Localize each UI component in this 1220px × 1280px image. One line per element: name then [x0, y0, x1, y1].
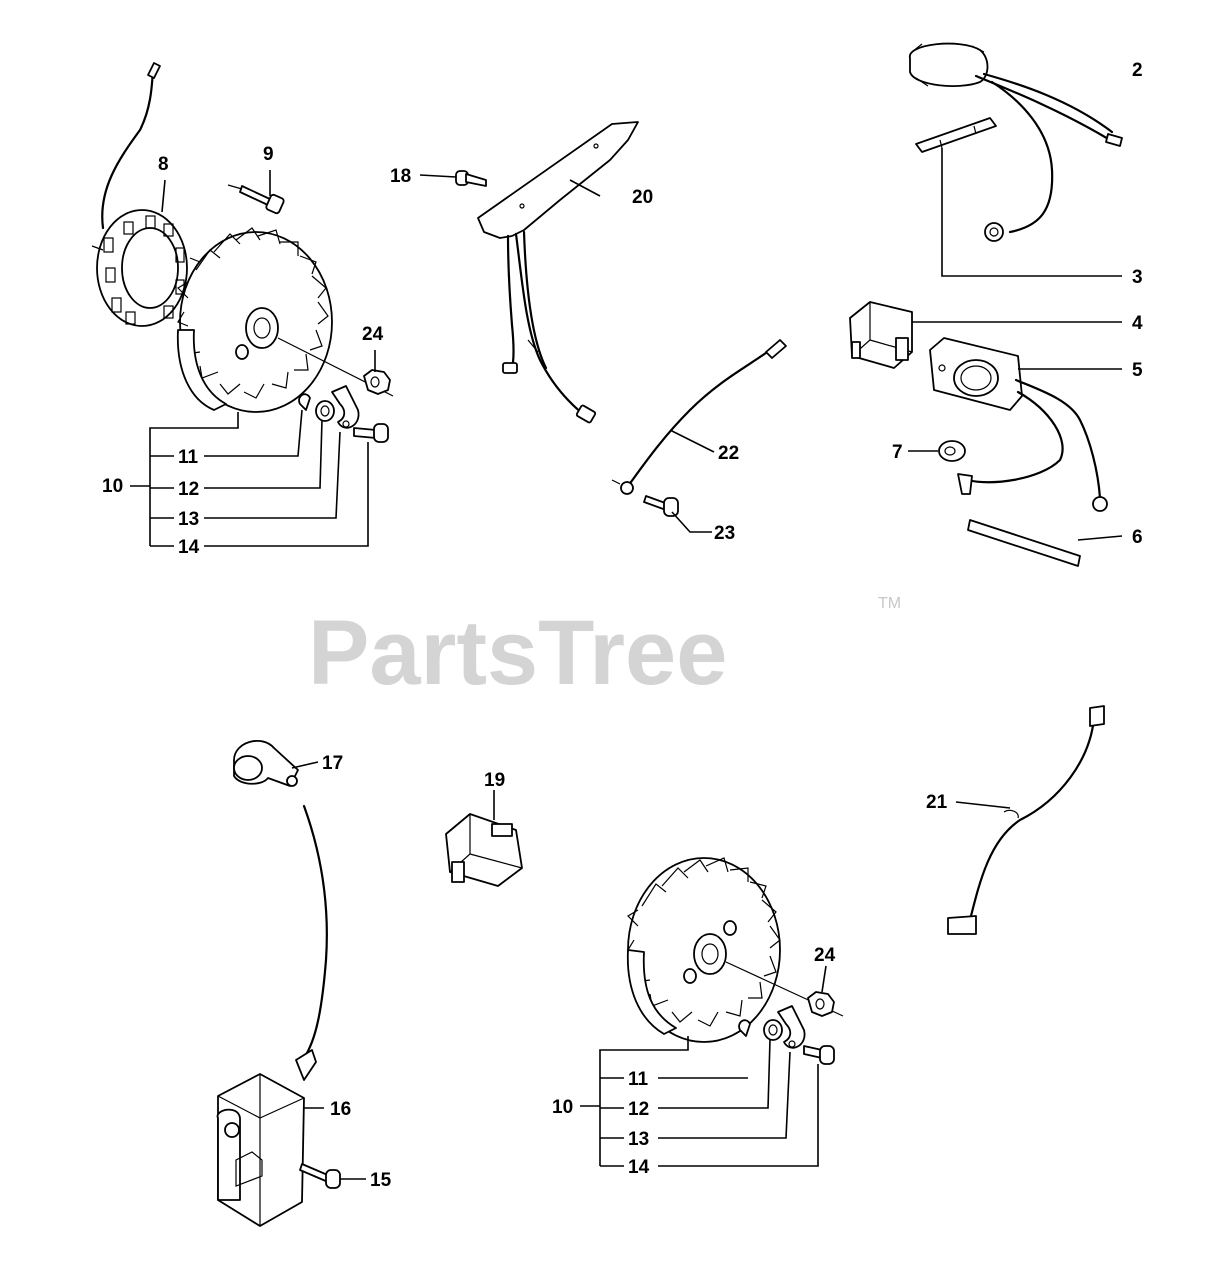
part-13-pawl-top[interactable] [331, 385, 360, 429]
part-8-stator[interactable] [91, 62, 188, 327]
label-11-bottom: 11 [628, 1069, 649, 1090]
label-13-top: 13 [178, 509, 199, 530]
part-18-screw[interactable] [455, 170, 487, 187]
part-2-ignition-module[interactable] [909, 42, 1123, 242]
label-22: 22 [718, 443, 739, 464]
label-10-top: 10 [102, 476, 123, 497]
label-7: 7 [892, 442, 903, 463]
callout-labels: 2 3 4 5 6 7 8 9 10 11 12 13 14 24 18 20 … [102, 60, 1143, 1191]
label-9: 9 [263, 144, 274, 165]
label-3: 3 [1132, 267, 1143, 288]
label-4: 4 [1132, 313, 1143, 334]
part-19-switch[interactable] [445, 813, 523, 887]
watermark-trademark: TM [878, 595, 901, 612]
part-23-screw[interactable] [643, 495, 679, 517]
label-11-top: 11 [178, 447, 199, 468]
part-24-nut-bottom[interactable] [807, 991, 835, 1017]
label-24-bottom: 24 [814, 945, 836, 966]
label-8: 8 [158, 154, 169, 175]
part-22-ground-wire[interactable] [611, 339, 787, 495]
part-21-wire[interactable] [947, 705, 1105, 935]
part-14-screw-bottom[interactable] [803, 1045, 835, 1065]
part-4-switch[interactable] [849, 301, 913, 369]
label-24-top: 24 [362, 324, 384, 345]
part-11-key-top[interactable] [298, 393, 311, 411]
label-14-top: 14 [178, 537, 200, 558]
part-7-grommet[interactable] [938, 440, 966, 462]
part-5-switch-harness[interactable] [929, 337, 1108, 512]
label-17: 17 [322, 753, 343, 774]
part-9-bolt[interactable] [227, 184, 285, 215]
label-10-bottom: 10 [552, 1097, 573, 1118]
part-11-key-bottom[interactable] [738, 1019, 751, 1037]
label-18: 18 [390, 166, 411, 187]
part-14-screw-top[interactable] [353, 423, 389, 443]
part-15-screw[interactable] [299, 1163, 341, 1189]
label-20: 20 [632, 187, 653, 208]
leader-lines [130, 148, 1123, 1180]
label-16: 16 [330, 1099, 351, 1120]
part-3-bracket-plate[interactable] [915, 117, 997, 153]
label-14-bottom: 14 [628, 1157, 650, 1178]
part-20-bracket[interactable] [477, 121, 639, 424]
part-12-washer-bottom[interactable] [763, 1019, 783, 1041]
label-15: 15 [370, 1170, 392, 1191]
label-6: 6 [1132, 527, 1143, 548]
label-2: 2 [1132, 60, 1143, 81]
label-19: 19 [484, 770, 505, 791]
label-5: 5 [1132, 360, 1143, 381]
part-6-tube[interactable] [967, 519, 1081, 567]
part-12-washer-top[interactable] [315, 400, 335, 422]
part-10-flywheel-bottom[interactable] [626, 857, 844, 1043]
label-21: 21 [926, 792, 948, 813]
label-12-top: 12 [178, 479, 199, 500]
label-23: 23 [714, 523, 735, 544]
part-13-pawl-bottom[interactable] [777, 1005, 806, 1049]
label-12-bottom: 12 [628, 1099, 649, 1120]
part-16-ignition-coil[interactable] [216, 804, 328, 1227]
watermark-brand: PartsTree [308, 602, 727, 704]
part-24-nut-top[interactable] [363, 369, 391, 395]
part-17-spark-cap[interactable] [233, 739, 299, 787]
label-13-bottom: 13 [628, 1129, 649, 1150]
part-10-flywheel-top[interactable] [176, 227, 394, 413]
